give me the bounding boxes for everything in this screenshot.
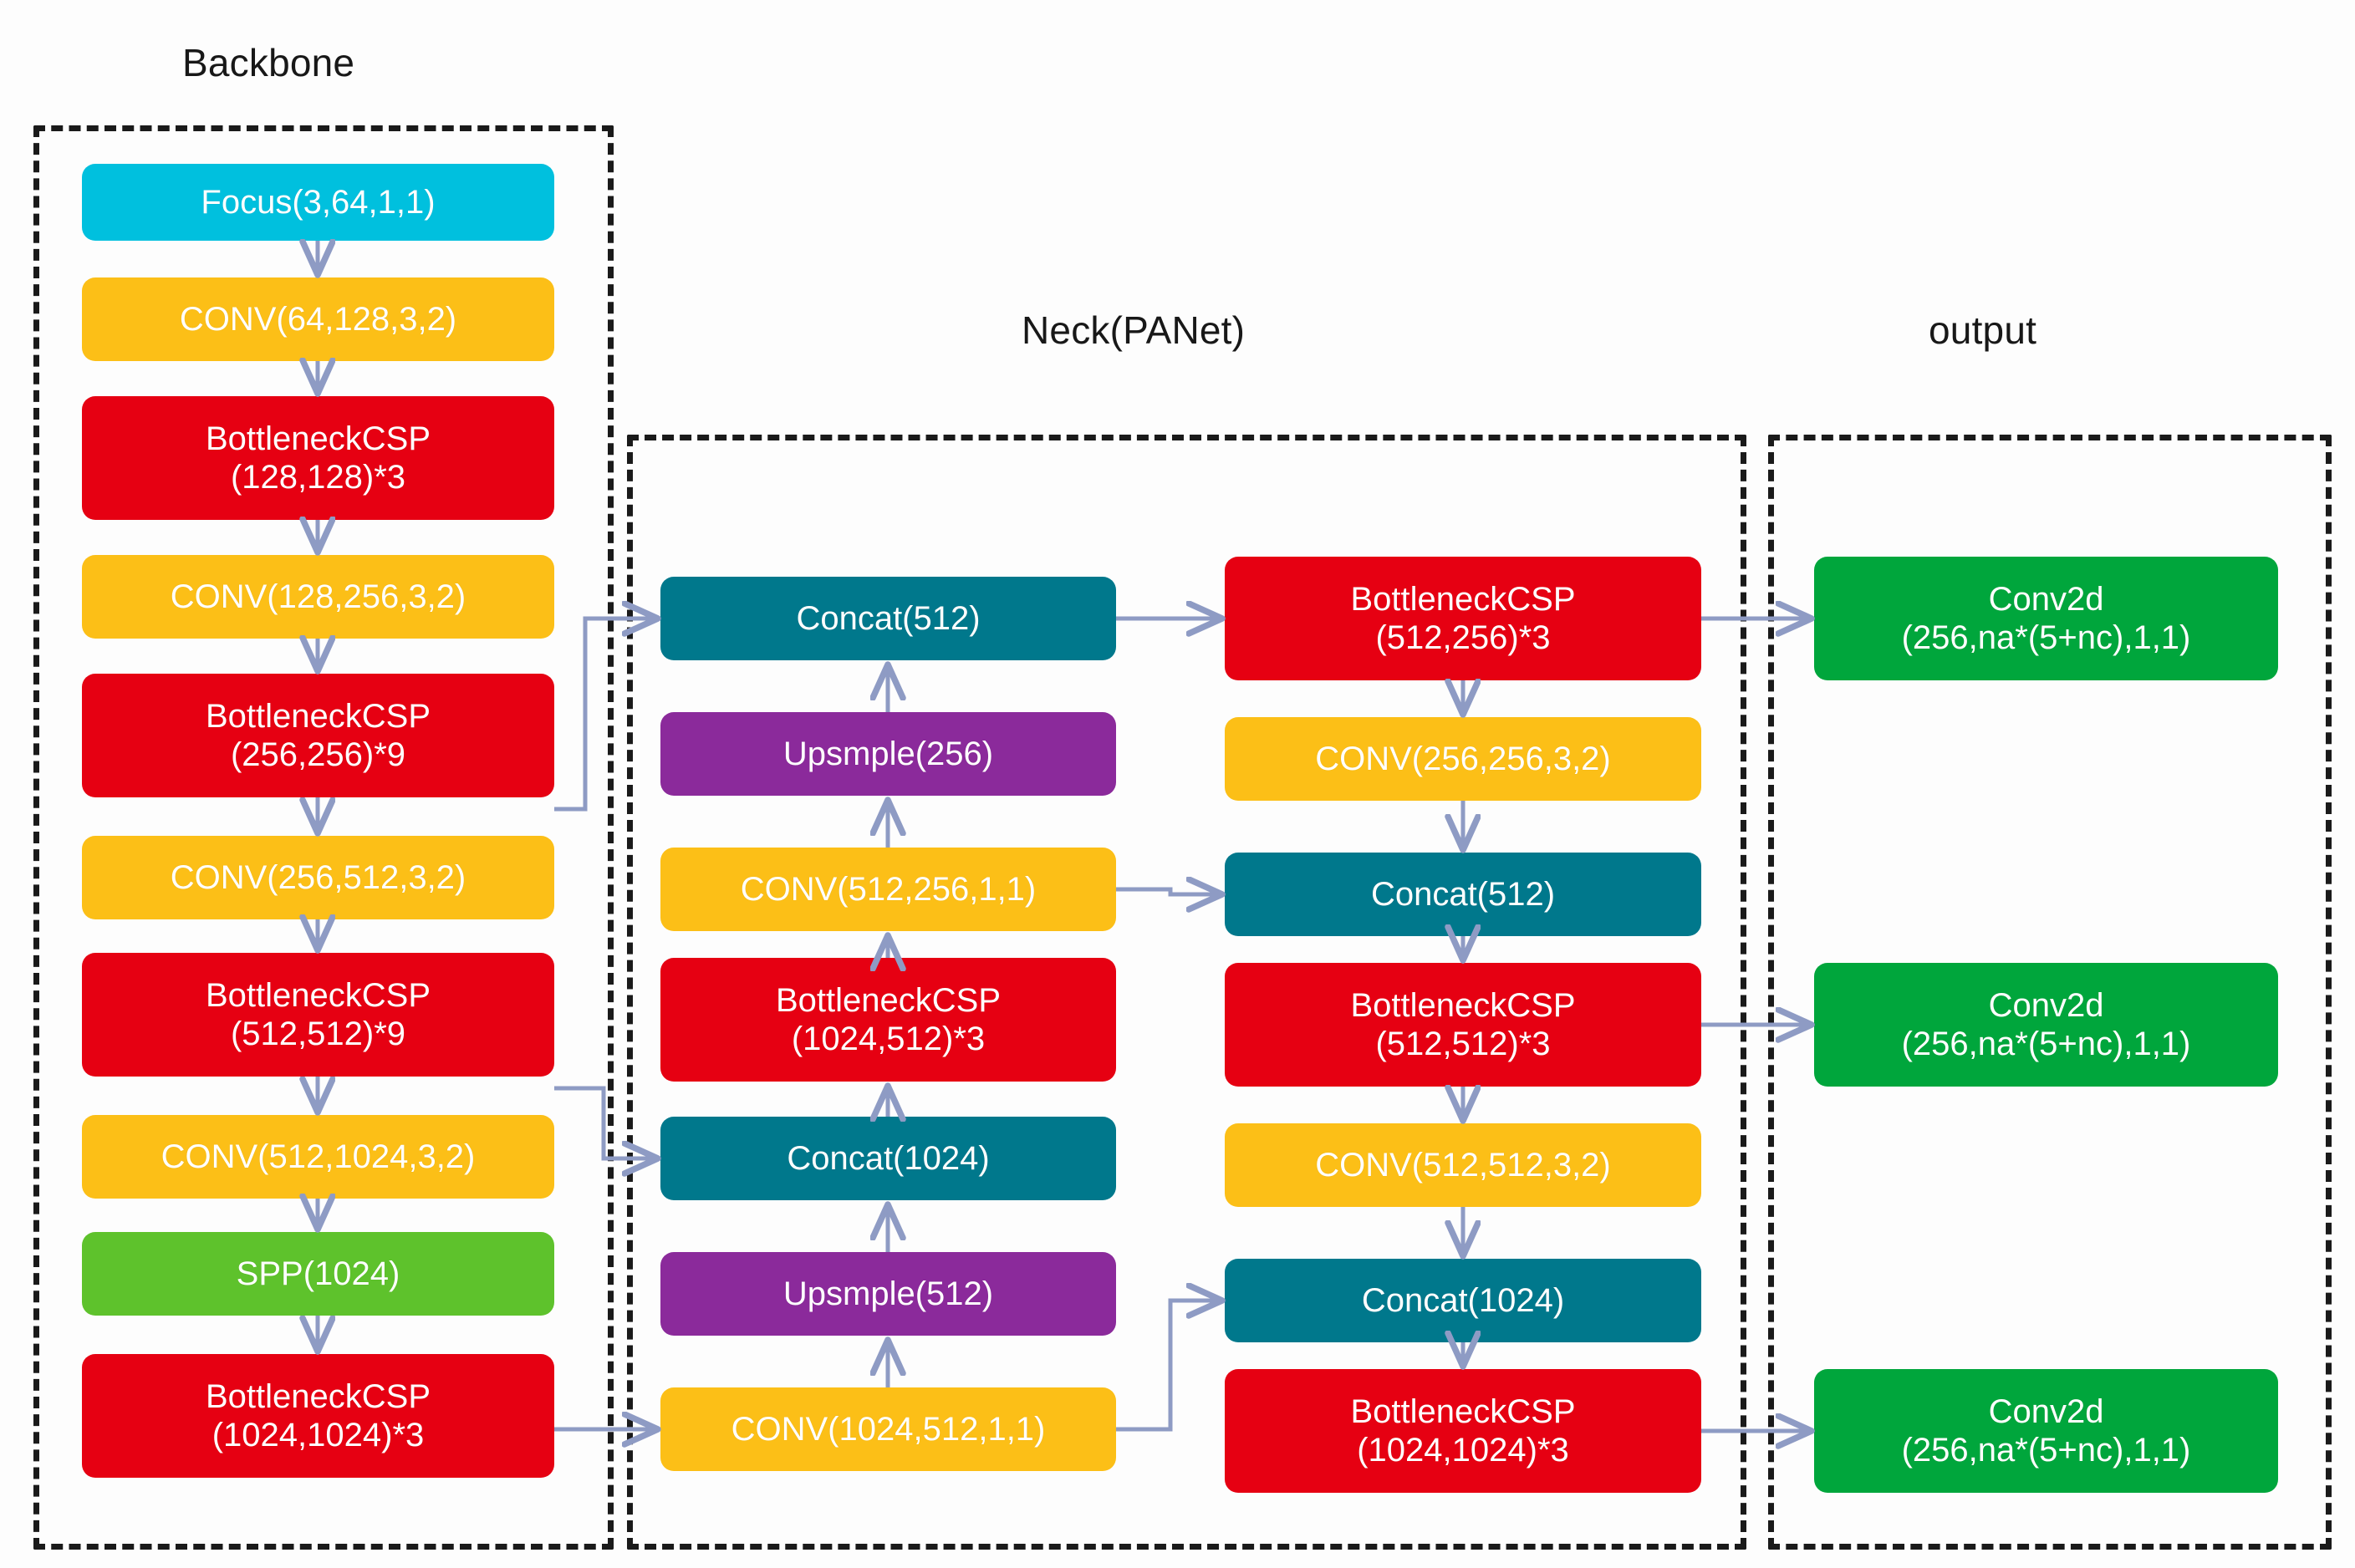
node-neck-conv-512-256[interactable]: CONV(512,256,1,1) [660, 848, 1116, 931]
backbone-group-frame [33, 125, 614, 1550]
node-label-line1: BottleneckCSP [205, 420, 431, 457]
node-output-conv2d-3[interactable]: Conv2d (256,na*(5+nc),1,1) [1814, 1369, 2278, 1493]
node-label-line1: Focus(3,64,1,1) [201, 183, 436, 221]
node-label-line1: BottleneckCSP [775, 981, 1002, 1019]
node-backbone-csp-128[interactable]: BottleneckCSP (128,128)*3 [82, 396, 554, 520]
node-backbone-conv-512-1024[interactable]: CONV(512,1024,3,2) [82, 1115, 554, 1199]
node-label-line1: Concat(1024) [1361, 1281, 1565, 1319]
node-neck-concat-512-mid[interactable]: Concat(512) [1225, 853, 1701, 936]
node-label-line1: BottleneckCSP [1350, 986, 1576, 1024]
node-label-line1: CONV(256,512,3,2) [170, 858, 466, 896]
node-label-line2: (1024,512)*3 [791, 1021, 986, 1057]
node-neck-csp-512-512[interactable]: BottleneckCSP (512,512)*3 [1225, 963, 1701, 1087]
node-neck-csp-1024-512[interactable]: BottleneckCSP (1024,512)*3 [660, 958, 1116, 1082]
node-label-line1: CONV(128,256,3,2) [170, 578, 466, 615]
node-neck-conv-1024-512[interactable]: CONV(1024,512,1,1) [660, 1387, 1116, 1471]
node-label-line1: CONV(512,512,3,2) [1315, 1146, 1611, 1184]
node-neck-csp-512-256[interactable]: BottleneckCSP (512,256)*3 [1225, 557, 1701, 680]
node-label-line2: (512,512)*3 [1375, 1026, 1551, 1062]
node-neck-conv-256-256[interactable]: CONV(256,256,3,2) [1225, 717, 1701, 801]
node-label-line2: (128,128)*3 [230, 459, 406, 496]
node-backbone-focus[interactable]: Focus(3,64,1,1) [82, 164, 554, 241]
node-backbone-csp-512[interactable]: BottleneckCSP (512,512)*9 [82, 953, 554, 1077]
node-neck-concat-1024-left[interactable]: Concat(1024) [660, 1117, 1116, 1200]
neck-title: Neck(PANet) [1022, 308, 1246, 352]
node-label-line1: BottleneckCSP [205, 976, 431, 1014]
node-label-line1: Concat(512) [1370, 875, 1556, 913]
node-label-line1: Conv2d [1988, 580, 2104, 618]
node-backbone-csp-256[interactable]: BottleneckCSP (256,256)*9 [82, 674, 554, 797]
node-label-line1: BottleneckCSP [205, 1377, 431, 1415]
node-backbone-csp-1024[interactable]: BottleneckCSP (1024,1024)*3 [82, 1354, 554, 1478]
node-neck-concat-512-top[interactable]: Concat(512) [660, 577, 1116, 660]
node-label-line1: BottleneckCSP [1350, 580, 1576, 618]
node-label-line1: Upsmple(512) [782, 1275, 994, 1312]
node-label-line1: BottleneckCSP [1350, 1392, 1576, 1430]
node-label-line2: (1024,1024)*3 [212, 1417, 425, 1453]
neck-group-frame [627, 435, 1746, 1550]
node-label-line1: CONV(256,256,3,2) [1315, 740, 1611, 777]
node-label-line1: CONV(512,256,1,1) [740, 870, 1037, 908]
node-label-line2: (512,256)*3 [1375, 619, 1551, 656]
node-neck-upsample-256[interactable]: Upsmple(256) [660, 712, 1116, 796]
node-label-line1: Conv2d [1988, 1392, 2104, 1430]
output-group-frame [1768, 435, 2332, 1550]
node-label-line2: (256,na*(5+nc),1,1) [1901, 1432, 2191, 1469]
node-label-line1: Concat(512) [796, 599, 981, 637]
node-label-line2: (512,512)*9 [230, 1016, 406, 1052]
node-label-line1: SPP(1024) [236, 1255, 400, 1292]
node-label-line2: (256,256)*9 [230, 736, 406, 773]
node-backbone-spp[interactable]: SPP(1024) [82, 1232, 554, 1316]
node-label-line1: CONV(512,1024,3,2) [161, 1138, 476, 1175]
node-label-line1: CONV(1024,512,1,1) [731, 1410, 1046, 1448]
node-label-line1: CONV(64,128,3,2) [179, 300, 457, 338]
node-output-conv2d-2[interactable]: Conv2d (256,na*(5+nc),1,1) [1814, 963, 2278, 1087]
backbone-title: Backbone [182, 41, 355, 84]
output-title: output [1929, 308, 2037, 352]
node-label-line2: (256,na*(5+nc),1,1) [1901, 619, 2191, 656]
node-label-line1: Concat(1024) [787, 1139, 990, 1177]
node-label-line2: (1024,1024)*3 [1357, 1432, 1569, 1469]
node-neck-upsample-512[interactable]: Upsmple(512) [660, 1252, 1116, 1336]
node-backbone-conv-256-512[interactable]: CONV(256,512,3,2) [82, 836, 554, 919]
node-label-line1: Upsmple(256) [782, 735, 994, 772]
node-neck-conv-512-512[interactable]: CONV(512,512,3,2) [1225, 1123, 1701, 1207]
node-label-line1: Conv2d [1988, 986, 2104, 1024]
node-output-conv2d-1[interactable]: Conv2d (256,na*(5+nc),1,1) [1814, 557, 2278, 680]
node-backbone-conv-128-256[interactable]: CONV(128,256,3,2) [82, 555, 554, 639]
node-neck-concat-1024-right[interactable]: Concat(1024) [1225, 1259, 1701, 1342]
node-neck-csp-1024-1024[interactable]: BottleneckCSP (1024,1024)*3 [1225, 1369, 1701, 1493]
node-label-line1: BottleneckCSP [205, 697, 431, 735]
node-label-line2: (256,na*(5+nc),1,1) [1901, 1026, 2191, 1062]
node-backbone-conv-64-128[interactable]: CONV(64,128,3,2) [82, 277, 554, 361]
